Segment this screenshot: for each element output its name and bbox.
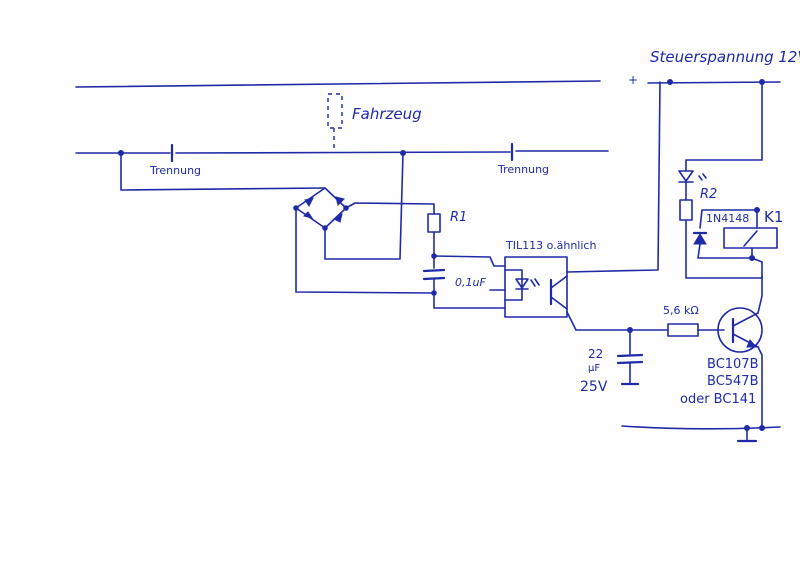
- separation-right-label: Trennung: [498, 163, 550, 176]
- junction-dot: [431, 290, 437, 296]
- led-light-arrow: [702, 173, 707, 179]
- r3-resistor: [667, 323, 699, 337]
- led-light-arrow: [698, 175, 703, 181]
- opto-emitter: [550, 296, 568, 310]
- optocoupler-label: TIL113 o.ähnlich: [506, 239, 597, 252]
- top-rail-wire: [75, 80, 601, 88]
- bridge-diode: [303, 196, 345, 223]
- transistor-t1-arrow: [746, 339, 758, 348]
- t1-collector-wire: [757, 275, 763, 314]
- vehicle-dashed-box: [327, 93, 343, 129]
- c1-plate-bottom: [422, 276, 446, 281]
- ground-rail-wire: [621, 425, 781, 430]
- t1-emitter-wire: [757, 346, 763, 429]
- left-feed-wire: [120, 152, 326, 191]
- diode-label: 1N4148: [706, 212, 750, 225]
- lower-rail-mid: [175, 151, 511, 154]
- transistor-option-2: BC547B: [707, 374, 759, 389]
- r2-to-collector-wire: [685, 219, 763, 279]
- bridge-rectifier: [295, 187, 347, 229]
- r1-label: R1: [450, 210, 468, 225]
- supply-voltage-label: Steuerspannung 12V: [650, 48, 800, 66]
- relay-k1-coil: [723, 227, 778, 249]
- diode-bottom-wire: [697, 243, 753, 259]
- bridge-bottom-wire: [324, 152, 404, 260]
- transistor-t1-body: [717, 307, 763, 353]
- relay-label: K1: [764, 208, 784, 226]
- transistor-option-3: oder BC141: [680, 392, 757, 407]
- c1-plate-top: [422, 268, 446, 273]
- opto-light-arrow: [530, 279, 536, 287]
- r3-label: 5,6 kΩ: [663, 304, 699, 317]
- plus-sign: +: [628, 73, 639, 87]
- opto-led-icon: [515, 278, 529, 289]
- cap-large-unit-label: µF: [588, 363, 601, 374]
- optocoupler-box: [504, 256, 568, 318]
- led-icon: [678, 170, 694, 182]
- junction-dot: [667, 79, 673, 85]
- relay-to-collector-wire: [751, 247, 763, 279]
- transistor-t1-collector: [732, 312, 759, 327]
- junction-dot: [759, 425, 765, 431]
- c2-plate-top: [616, 353, 644, 358]
- vehicle-label: Fahrzeug: [352, 105, 422, 123]
- opto-led-loop: [504, 269, 523, 301]
- opto-collector-wire: [566, 81, 661, 273]
- bridge-left-return: [295, 207, 435, 294]
- separation-left-label: Trennung: [150, 164, 202, 177]
- opto-light-arrow: [534, 278, 540, 286]
- diode-1n4148-icon: [693, 233, 707, 245]
- diode-top-wire: [699, 209, 758, 229]
- r2-resistor: [679, 199, 693, 221]
- cap-small-label: 0,1uF: [455, 276, 486, 289]
- led-branch-wire: [685, 81, 763, 171]
- relay-k1-diagonal: [743, 230, 758, 247]
- bridge-to-r1-wire: [345, 202, 435, 215]
- c1-bottom-wire: [433, 279, 506, 309]
- transistor-option-1: BC107B: [707, 357, 759, 372]
- r1-resistor: [427, 213, 441, 233]
- cap-large-voltage-label: 25V: [580, 379, 608, 395]
- r1-to-opto-wire: [433, 255, 506, 267]
- opto-emitter-wire: [566, 311, 669, 331]
- opto-collector: [550, 275, 568, 289]
- r2-label: R2: [700, 187, 718, 202]
- cap-large-value-label: 22: [588, 347, 604, 361]
